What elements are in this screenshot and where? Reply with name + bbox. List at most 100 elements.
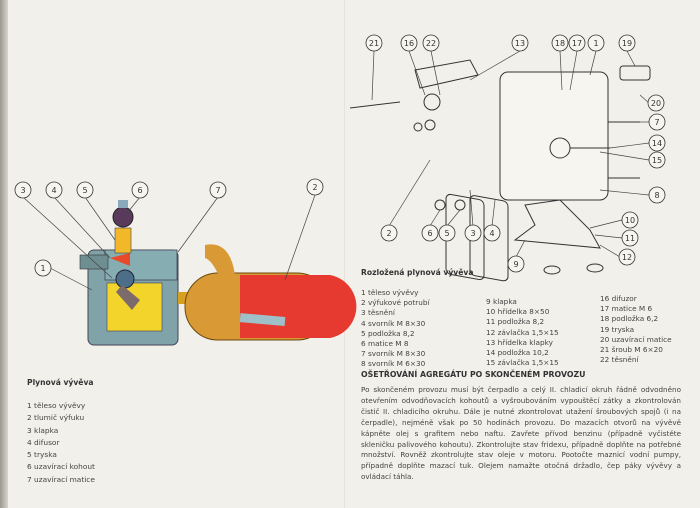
- callout-circle: [76, 181, 94, 199]
- callout-circle: [131, 181, 149, 199]
- callout-number: 13: [515, 39, 525, 48]
- callout-circle: [648, 134, 666, 152]
- callout-number: 11: [625, 234, 635, 243]
- section-body: Po skončeném provozu musí být čerpadlo a…: [361, 385, 681, 482]
- callout-circle: [587, 34, 605, 52]
- callout-number: 3: [470, 229, 475, 238]
- callout-number: 7: [654, 118, 659, 127]
- callout-number: 4: [489, 229, 494, 238]
- callout-circle: [621, 229, 639, 247]
- legend-item: 16 difuzor: [600, 294, 637, 303]
- right-callout-lines: [371, 50, 650, 258]
- callout-circle: [14, 181, 32, 199]
- legend-item: 13 hřídelka klapky: [486, 337, 553, 347]
- left-callouts: [22, 194, 316, 291]
- legend-item: 1 těleso vývěvy: [27, 401, 86, 410]
- callout-circle: [551, 34, 569, 52]
- legend-item: 5 tryska: [27, 450, 57, 460]
- callout-circle: [45, 181, 63, 199]
- legend-item: 11 podložka 8,2: [486, 317, 545, 327]
- callout-circle: [464, 224, 482, 242]
- callout-number: 2: [312, 183, 317, 192]
- callout-number: 12: [622, 253, 632, 262]
- page-edge: [0, 0, 8, 508]
- callout-circle: [507, 255, 525, 273]
- legend-item: 14 podložka 10,2: [486, 348, 549, 358]
- callout-number: 5: [444, 229, 449, 238]
- legend-item: 17 matice M 6: [600, 304, 653, 314]
- callout-number: 1: [593, 39, 598, 48]
- legend-item: 20 uzavírací matice: [600, 334, 672, 344]
- legend-item: 19 tryska: [600, 324, 635, 334]
- callout-number: 4: [51, 186, 56, 195]
- gas-pump-illustration: [79, 200, 357, 346]
- callout-circle: [648, 113, 666, 131]
- callout-circle: [648, 186, 666, 204]
- callout-circle: [618, 34, 636, 52]
- callout-circle: [647, 94, 665, 112]
- legend-item: 22 těsnění: [600, 355, 639, 365]
- legend-item: 12 závlačka 1,5×15: [486, 327, 559, 337]
- legend-item: 1 těleso vývěvy: [361, 288, 419, 297]
- legend-item: 2 výfukové potrubí: [361, 298, 430, 308]
- callout-circle: [568, 34, 586, 52]
- callout-number: 20: [651, 99, 661, 108]
- callout-circle: [618, 248, 636, 266]
- legend-item: 15 závlačka 1,5×15: [486, 358, 559, 368]
- callout-circle: [306, 178, 324, 196]
- callout-number: 5: [82, 186, 87, 195]
- callout-number: 18: [555, 39, 565, 48]
- legend-item: 5 podložka 8,2: [361, 328, 415, 338]
- page-fold: [344, 0, 345, 508]
- legend-item: 2 tlumič výfuku: [27, 413, 85, 423]
- legend-item: 9 klapka: [486, 297, 517, 306]
- exploded-view-illustration: [349, 59, 651, 282]
- legend-item: 7 svorník M 8×30: [361, 349, 426, 359]
- legend-item: 10 hřídelka 8×50: [486, 307, 550, 317]
- legend-item: 21 šroub M 6×20: [600, 345, 663, 355]
- legend-item: 6 matice M 8: [361, 339, 409, 349]
- callout-number: 9: [513, 260, 518, 269]
- legend-item: 7 uzavírací matice: [27, 474, 95, 484]
- callout-number: 8: [654, 191, 659, 200]
- callout-circle: [511, 34, 529, 52]
- callout-circle: [621, 211, 639, 229]
- legend-item: 18 podložka 6,2: [600, 314, 659, 324]
- callout-circle: [483, 224, 501, 242]
- callout-circle: [380, 224, 398, 242]
- left-legend: 1 těleso vývěvy 2 tlumič výfuku 3 klapka 4 …: [27, 400, 95, 486]
- callout-number: 7: [215, 186, 220, 195]
- legend-item: 8 svorník M 6×30: [361, 359, 426, 369]
- callout-number: 1: [40, 264, 45, 273]
- callout-circle: [421, 224, 439, 242]
- callout-number: 17: [572, 39, 582, 48]
- callout-circle: [422, 34, 440, 52]
- callout-circle: [648, 151, 666, 169]
- legend-item: 4 svorník M 8×30: [361, 318, 426, 328]
- callout-number: 6: [427, 229, 432, 238]
- callout-number: 2: [386, 229, 391, 238]
- callout-number: 16: [404, 39, 414, 48]
- callout-number: 21: [369, 39, 379, 48]
- legend-item: 3 těsnění: [361, 308, 395, 318]
- callout-number: 6: [137, 186, 142, 195]
- left-figure-title: Plynová vývěva: [27, 378, 94, 387]
- section-heading: OŠETŘOVÁNÍ AGREGÁTU PO SKONČENÉM PROVOZU: [361, 370, 586, 379]
- legend-item: 6 uzavírací kohout: [27, 462, 95, 472]
- callout-number: 22: [426, 39, 436, 48]
- callout-number: 19: [622, 39, 632, 48]
- callout-circle: [365, 34, 383, 52]
- callout-circle: [34, 259, 52, 277]
- right-figure-title: Rozložená plynová vývěva: [361, 268, 474, 277]
- callout-circle: [438, 224, 456, 242]
- legend-item: 4 difusor: [27, 437, 60, 447]
- callout-circle: [400, 34, 418, 52]
- callout-number: 3: [20, 186, 25, 195]
- legend-item: 3 klapka: [27, 425, 59, 435]
- callout-circle: [209, 181, 227, 199]
